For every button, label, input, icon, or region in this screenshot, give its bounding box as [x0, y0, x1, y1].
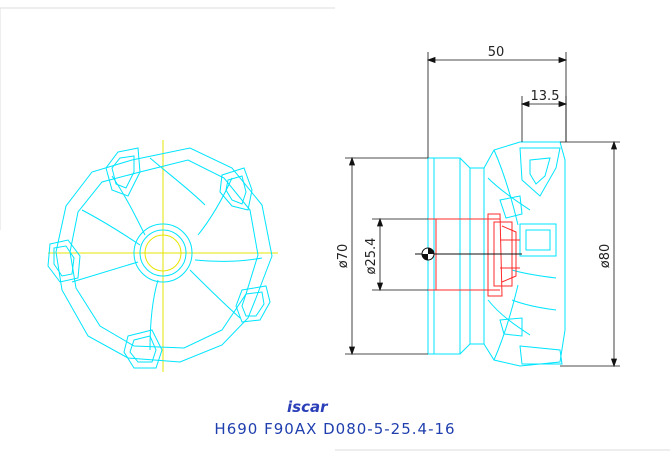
front-body-inner-outline [69, 159, 259, 349]
datum-symbol [421, 247, 435, 261]
side-view [427, 141, 566, 367]
tool-designation: H690 F90AX D080-5-25.4-16 [214, 420, 456, 438]
front-bore-outer [133, 223, 193, 283]
insert-bottom [123, 329, 163, 369]
insert-top-right [219, 167, 253, 211]
insert-top-left [105, 147, 141, 197]
front-bore-inner [144, 234, 182, 272]
dimension-lines [345, 52, 620, 368]
side-insert-top [519, 147, 561, 197]
dim-body-diameter: ø70 [336, 244, 351, 269]
insert-left [47, 239, 81, 283]
side-insert-middle [519, 223, 557, 257]
front-bore-mid [139, 229, 187, 277]
side-insert-bottom [519, 345, 563, 365]
front-view [47, 140, 278, 372]
insert-right [235, 285, 271, 323]
side-section [428, 213, 520, 297]
side-body-outline [427, 141, 566, 367]
front-body-outline [55, 147, 273, 363]
brand-logo: iscar [287, 398, 328, 416]
dim-overall-length: 50 [488, 45, 505, 60]
dim-cutting-diameter: ø80 [598, 244, 613, 269]
dim-insert-offset: 13.5 [531, 89, 560, 104]
dim-bore-diameter: ø25.4 [364, 238, 379, 275]
